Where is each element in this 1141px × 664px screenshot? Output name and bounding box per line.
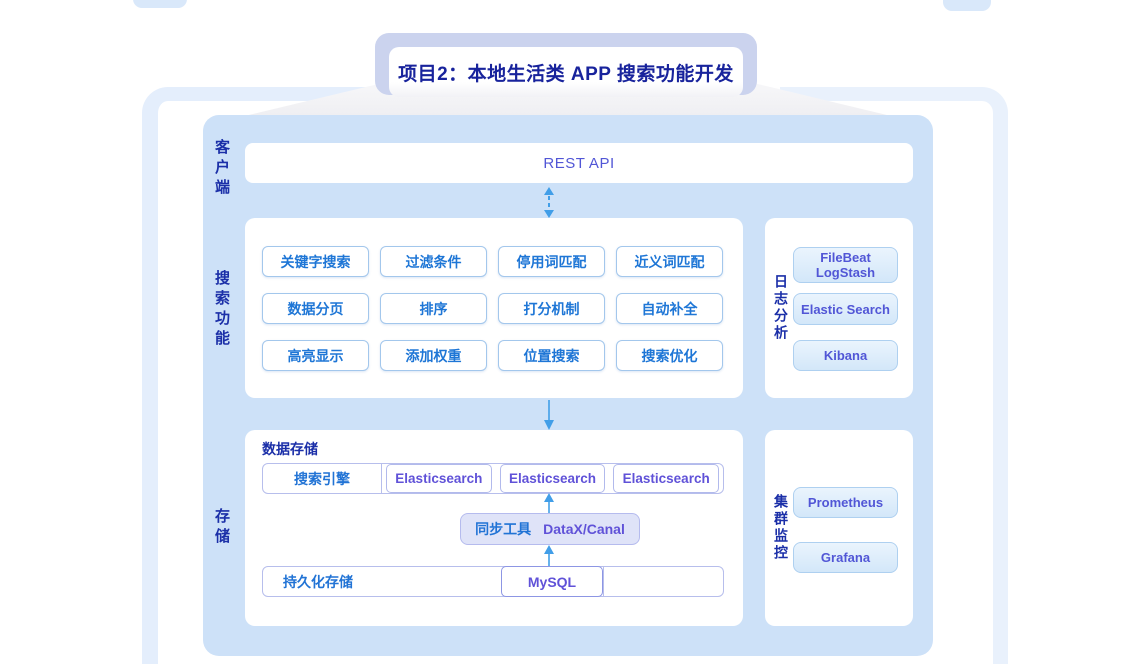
feature-highlight: 高亮显示 — [262, 340, 369, 371]
page-title: 项目2：本地生活类 APP 搜索功能开发 — [398, 63, 734, 85]
cluster-monitoring-panel: 集群监控 Prometheus Grafana — [765, 430, 913, 626]
feature-keyword-search: 关键字搜索 — [262, 246, 369, 277]
search-engine-row: 搜索引擎 Elasticsearch Elasticsearch Elastic… — [262, 463, 724, 494]
grafana-chip: Grafana — [793, 542, 898, 573]
feature-sort: 排序 — [380, 293, 487, 324]
feature-geo-search: 位置搜索 — [498, 340, 605, 371]
log-analysis-panel: 日志分析 FileBeat LogStash Elastic Search Ki… — [765, 218, 913, 398]
filebeat-logstash-chip: FileBeat LogStash — [793, 247, 898, 283]
empty-storage-slot — [603, 567, 723, 596]
up-arrow-icon — [544, 545, 554, 566]
elasticsearch-node: Elasticsearch — [386, 464, 492, 493]
feature-stopword-match: 停用词匹配 — [498, 246, 605, 277]
mysql-chip: MySQL — [501, 566, 603, 597]
feature-autocomplete: 自动补全 — [616, 293, 723, 324]
top-left-decoration — [133, 0, 187, 8]
search-section-label: 搜索功能 — [213, 270, 230, 350]
up-down-arrow-icon — [544, 187, 554, 218]
elasticsearch-node: Elasticsearch — [613, 464, 720, 493]
feature-pagination: 数据分页 — [262, 293, 369, 324]
elastic-search-chip: Elastic Search — [793, 293, 898, 325]
log-analysis-label: 日志分析 — [773, 274, 789, 342]
data-storage-title: 数据存储 — [262, 441, 318, 457]
feature-search-optimize: 搜索优化 — [616, 340, 723, 371]
client-section-label: 客户端 — [213, 139, 230, 199]
main-panel: 客户端 搜索功能 存储 REST API 关键字搜索 过滤条件 停用词匹配 近义… — [203, 115, 933, 656]
elasticsearch-node: Elasticsearch — [499, 464, 606, 493]
cluster-monitoring-label: 集群监控 — [773, 494, 789, 562]
feature-synonym-match: 近义词匹配 — [616, 246, 723, 277]
rest-api-bar: REST API — [245, 143, 913, 183]
feature-weighting: 添加权重 — [380, 340, 487, 371]
down-arrow-icon — [544, 400, 554, 430]
feature-scoring: 打分机制 — [498, 293, 605, 324]
persistent-storage-label: 持久化存储 — [283, 573, 353, 590]
data-storage-panel: 数据存储 搜索引擎 Elasticsearch Elasticsearch El… — [245, 430, 743, 626]
search-engine-label: 搜索引擎 — [263, 464, 382, 493]
up-arrow-icon — [544, 493, 554, 513]
top-right-decoration — [943, 0, 991, 11]
sync-tool-label: 同步工具 — [475, 521, 532, 537]
kibana-chip: Kibana — [793, 340, 898, 371]
sync-tool-value: DataX/Canal — [543, 521, 625, 537]
storage-section-label: 存储 — [213, 508, 230, 548]
sync-tool-box: 同步工具 DataX/Canal — [460, 513, 640, 545]
persistent-storage-row: 持久化存储 MySQL — [262, 566, 724, 597]
feature-filter: 过滤条件 — [380, 246, 487, 277]
search-features-panel: 关键字搜索 过滤条件 停用词匹配 近义词匹配 数据分页 排序 打分机制 自动补全… — [245, 218, 743, 398]
prometheus-chip: Prometheus — [793, 487, 898, 518]
title-tab: 项目2：本地生活类 APP 搜索功能开发 — [389, 47, 743, 97]
